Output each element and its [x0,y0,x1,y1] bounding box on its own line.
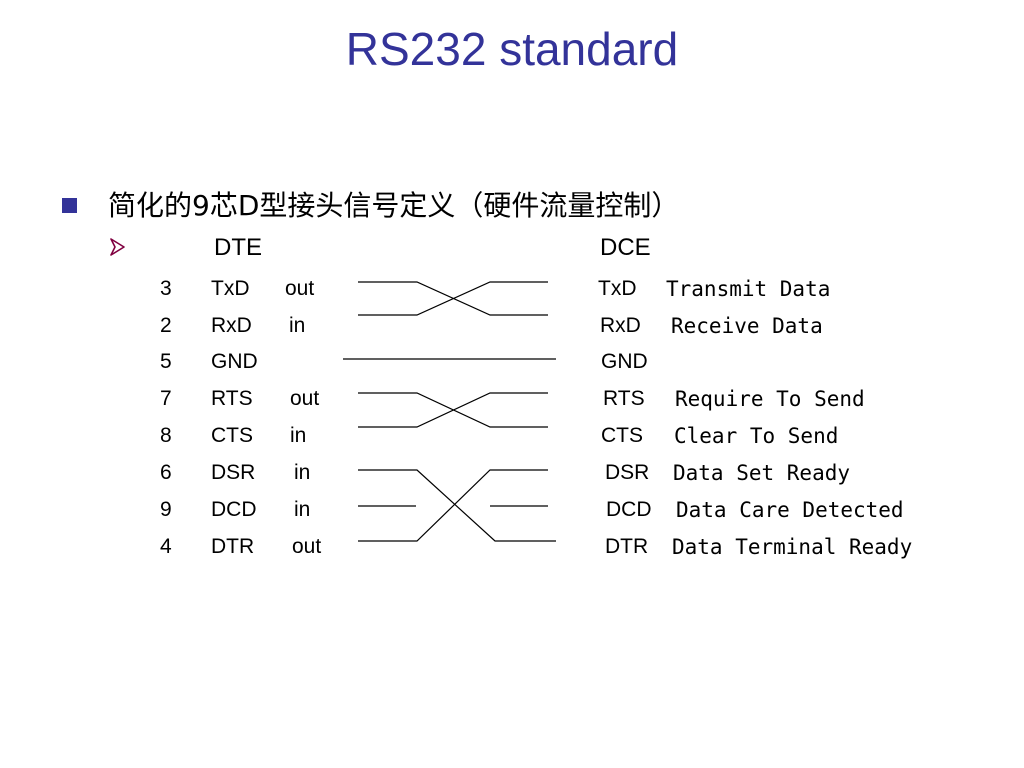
dce-signal: DCD [606,498,652,521]
signal-description: Data Terminal Ready [672,535,913,559]
pin-number: 7 [160,387,172,410]
dte-signal: RxD [211,314,252,337]
signal-description: Data Care Detected [676,498,904,522]
square-bullet-icon [62,198,77,213]
signal-description: Require To Send [675,387,865,411]
section-heading: 简化的9芯D型接头信号定义（硬件流量控制） [108,189,680,222]
pin-number: 4 [160,535,172,558]
pin-number: 8 [160,424,172,447]
rts-cts-crossover-wires [358,392,548,428]
dce-signal: GND [601,350,648,373]
dte-signal: DTR [211,535,255,558]
dce-signal: DSR [605,461,650,484]
signal-description: Clear To Send [674,424,839,448]
dce-column-heading: DCE [600,234,651,261]
pin-number: 5 [160,350,172,373]
signal-direction: out [290,387,320,410]
wire-cts-to-rts [358,392,548,428]
dce-signal: RTS [603,387,645,410]
signal-description: Transmit Data [666,277,831,301]
signal-direction: in [294,498,311,521]
wire-dsr [358,469,556,542]
pin-number: 2 [160,314,172,337]
signal-direction: out [292,535,322,558]
signal-direction: in [290,424,307,447]
slide-title: RS232 standard [345,23,679,75]
signal-description: Data Set Ready [673,461,851,485]
dte-signal: TxD [211,277,250,300]
pin-number: 9 [160,498,172,521]
wire-dtr [358,469,548,542]
wire-rxd-to-txd [358,281,548,316]
dte-signal: DSR [211,461,256,484]
signal-description: Receive Data [671,314,823,338]
dte-signal: GND [211,350,258,373]
dte-signal: DCD [211,498,257,521]
dsr-dcd-dtr-crossover-wires [358,469,556,542]
dce-signal: DTR [605,535,649,558]
dce-signal: RxD [600,314,641,337]
dte-signal: CTS [211,424,253,447]
txd-rxd-crossover-wires [358,281,548,316]
pin-number: 6 [160,461,172,484]
dte-column-heading: DTE [214,234,262,261]
arrow-bullet-icon [110,238,126,261]
signal-direction: in [289,314,306,337]
signal-direction: out [285,277,315,300]
dte-signal: RTS [211,387,253,410]
signal-direction: in [294,461,311,484]
pin-number: 3 [160,277,172,300]
dce-signal: TxD [598,277,637,300]
dce-signal: CTS [601,424,643,447]
